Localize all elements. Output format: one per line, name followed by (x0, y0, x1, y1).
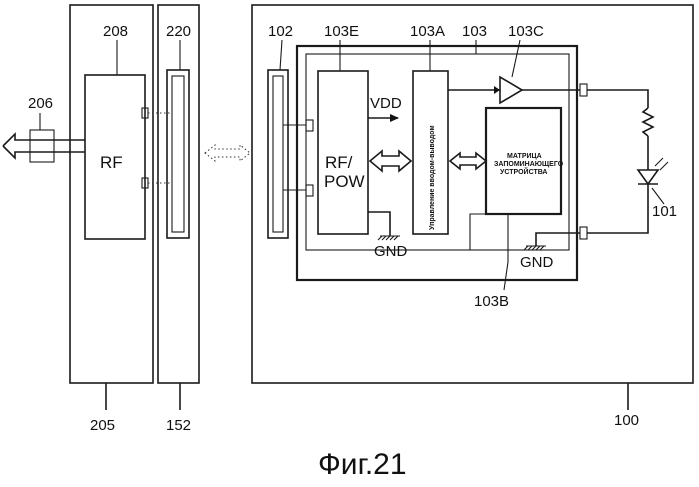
label-103B: 103B (474, 293, 509, 310)
antenna-220-inner (172, 76, 184, 232)
label-101: 101 (652, 203, 677, 220)
label-gnd1: GND (374, 243, 408, 260)
gnd2-wire (536, 233, 580, 246)
label-103E: 103E (324, 23, 359, 40)
leader-102 (280, 40, 282, 70)
gnd1-wire (368, 212, 390, 236)
led-wire-top (587, 90, 648, 108)
antenna-102-outer (268, 70, 288, 238)
label-100: 100 (614, 412, 639, 429)
label-103: 103 (462, 23, 487, 40)
label-gnd2: GND (520, 254, 554, 271)
arrow-206 (3, 134, 85, 158)
led-ray-2 (660, 162, 668, 170)
leader-101 (652, 188, 664, 204)
chip-terminal-top (306, 120, 313, 131)
resistor (643, 108, 653, 136)
label-208: 208 (103, 23, 128, 40)
label-103C: 103C (508, 23, 544, 40)
label-rfpow-1: RF/ (325, 153, 353, 172)
arrow-206-box (30, 130, 54, 162)
led-ray-1 (655, 158, 663, 166)
label-vdd: VDD (370, 95, 402, 112)
label-rfpow-2: POW (324, 172, 365, 191)
output-terminal-top (580, 84, 587, 96)
panel-152 (158, 5, 199, 383)
label-memory-3: УСТРОЙСТВА (500, 167, 547, 176)
label-205: 205 (90, 417, 115, 434)
io-to-amp-arrowhead (494, 86, 500, 94)
antenna-102-inner (273, 76, 283, 232)
leader-103B (504, 214, 508, 290)
chip-103-inner (306, 54, 569, 250)
label-103A: 103A (410, 23, 445, 40)
gnd2-hatch (524, 246, 544, 250)
led-wire-bottom (587, 184, 648, 233)
antenna-220-outer (167, 70, 189, 238)
gnd1-hatch (378, 236, 398, 240)
output-terminal-bottom (580, 227, 587, 239)
amplifier-103C (500, 77, 522, 103)
panel-205 (70, 5, 153, 383)
label-rf: RF (100, 153, 123, 172)
label-152: 152 (166, 417, 191, 434)
label-memory-2: ЗАПОМИНАЮЩЕГО (494, 161, 564, 168)
figure-caption: Фиг.21 (318, 448, 407, 481)
label-memory-1: МАТРИЦА (507, 153, 542, 160)
label-220: 220 (166, 23, 191, 40)
label-206: 206 (28, 95, 53, 112)
label-io-control: Управление вводом-выводом (429, 125, 436, 230)
led-101 (638, 170, 658, 184)
bus-arrow-right (450, 153, 486, 169)
chip-terminal-bottom (306, 185, 313, 196)
wireless-link-arrow (205, 145, 250, 161)
label-102: 102 (268, 23, 293, 40)
bus-arrow-left (370, 151, 411, 171)
memory-bottom-wire (470, 214, 486, 250)
panel-205-frame (70, 5, 153, 383)
